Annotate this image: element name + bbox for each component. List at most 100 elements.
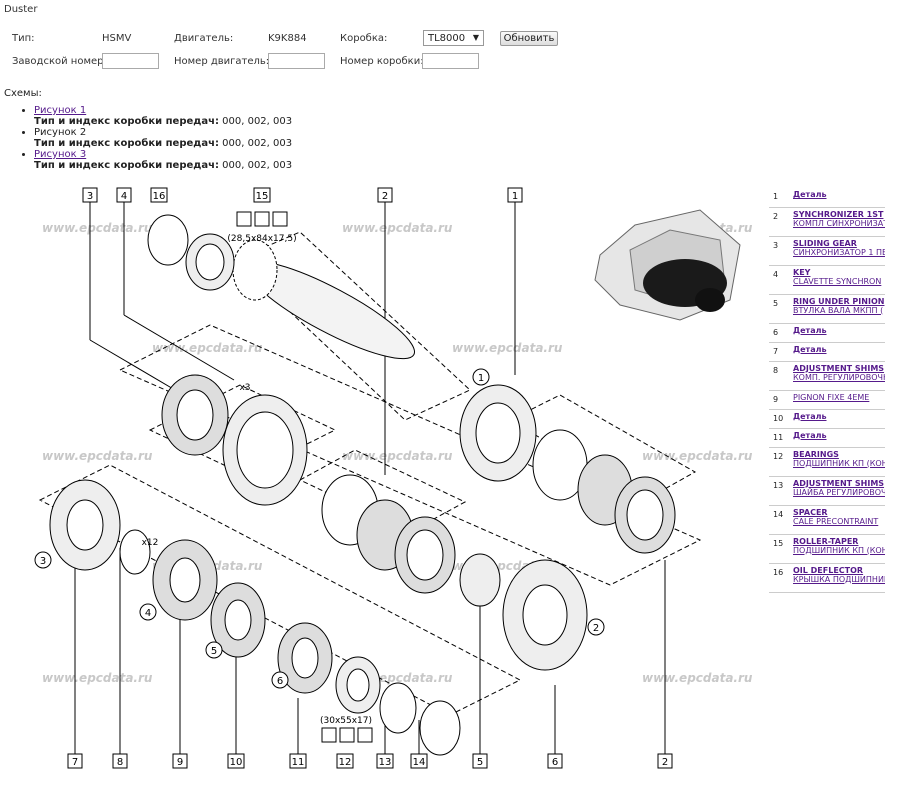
part-name-link[interactable]: ADJUSTMENT SHIMS <box>793 478 885 488</box>
gearbox-image <box>594 209 741 321</box>
callout-10: 10 <box>230 757 243 768</box>
part-number: 1 <box>769 188 793 208</box>
box-select-value: TL8000 <box>428 33 466 44</box>
part-number: 9 <box>769 390 793 410</box>
part-name-link[interactable]: KEY <box>793 267 811 277</box>
part-description-link[interactable]: PIGNON FIXE 4EME <box>793 392 870 402</box>
schemes-section: Схемы: Рисунок 1 Тип и индекс коробки пе… <box>4 88 292 171</box>
watermark: www.epcdata.ru <box>642 671 753 685</box>
callout-16: 16 <box>153 191 166 202</box>
part-name-link[interactable]: Деталь <box>793 325 827 335</box>
scheme-desc-value: 000, 002, 003 <box>222 138 293 149</box>
part-number: 2 <box>769 207 793 237</box>
part-name-link[interactable]: BEARINGS <box>793 449 839 459</box>
scheme-desc-value: 000, 002, 003 <box>222 160 293 171</box>
callout-8: 8 <box>117 757 123 768</box>
schemes-label: Схемы: <box>4 88 42 99</box>
callout-13: 13 <box>379 757 392 768</box>
factory-number-input[interactable] <box>102 53 159 69</box>
part-description-link[interactable]: CLAVETTE SYNCHRON <box>793 276 882 286</box>
callout-1: 1 <box>512 191 518 202</box>
part-number: 5 <box>769 294 793 324</box>
marker-6: 6 <box>277 676 283 687</box>
marker-4: 4 <box>145 608 151 619</box>
scheme-item: Рисунок 2 Тип и индекс коробки передач: … <box>34 127 292 149</box>
marker-1: 1 <box>478 373 484 384</box>
page-title: Duster <box>4 4 38 15</box>
part-number: 16 <box>769 563 793 593</box>
scheme-link-1[interactable]: Рисунок 1 <box>34 105 87 116</box>
type-label: Тип: <box>12 33 35 44</box>
part-description-link[interactable]: КРЫШКА ПОДШИПНИКА <box>793 574 885 584</box>
scheme-desc-label: Тип и индекс коробки передач: <box>34 138 219 149</box>
part-description-link[interactable]: ПОДШИПНИК КП (КОНИ <box>793 458 885 468</box>
engine-number-input[interactable] <box>268 53 325 69</box>
callout-4: 4 <box>121 191 127 202</box>
part-number: 15 <box>769 534 793 564</box>
part-description-link[interactable]: ПОДШИПНИК КП (КОНИ <box>793 545 885 555</box>
part-name-link[interactable]: ROLLER-TAPER <box>793 536 859 546</box>
part-number: 3 <box>769 236 793 266</box>
part-name-link[interactable]: Деталь <box>793 344 827 354</box>
part-name-link[interactable]: ADJUSTMENT SHIMS <box>793 363 885 373</box>
quantity-label: x3 <box>239 383 250 393</box>
part-name-link[interactable]: SPACER <box>793 507 828 517</box>
part-number: 4 <box>769 265 793 295</box>
part-number: 6 <box>769 323 793 343</box>
part-description-link[interactable]: КОМП. РЕГУЛИРОВОЧН <box>793 372 885 382</box>
part-description-link[interactable]: CALE PRECONTRAINT <box>793 516 879 526</box>
part-name-link[interactable]: RING UNDER PINION <box>793 296 885 306</box>
watermark: www.epcdata.ru <box>42 221 153 235</box>
watermark: www.epcdata.ru <box>642 449 753 463</box>
part-number: 14 <box>769 505 793 535</box>
part-description-link[interactable]: КОМПЛ СИНХРОНИЗАТО <box>793 218 885 228</box>
part-name-link[interactable]: Деталь <box>793 411 827 421</box>
callout-9: 9 <box>177 757 183 768</box>
scheme-desc-label: Тип и индекс коробки передач: <box>34 116 219 127</box>
scheme-name-2: Рисунок 2 <box>34 127 87 138</box>
callout-3: 3 <box>87 191 93 202</box>
part-name-link[interactable]: SLIDING GEAR <box>793 238 857 248</box>
part-name-link[interactable]: OIL DEFLECTOR <box>793 565 864 575</box>
part-name-link[interactable]: Деталь <box>793 430 827 440</box>
part-number: 11 <box>769 428 793 448</box>
part-number: 7 <box>769 342 793 362</box>
watermark: www.epcdata.ru <box>342 221 453 235</box>
watermark: www.epcdata.ru <box>152 341 263 355</box>
scheme-item: Рисунок 1 Тип и индекс коробки передач: … <box>34 105 292 127</box>
callout-2: 2 <box>662 757 668 768</box>
callout-6: 6 <box>552 757 558 768</box>
part-description-link[interactable]: ВТУЛКА ВАЛА МКПП ( <box>793 305 884 315</box>
box-select[interactable]: TL8000 ▼ <box>423 30 484 46</box>
callout-5: 5 <box>477 757 483 768</box>
refresh-button[interactable]: Обновить <box>500 31 558 46</box>
part-description-link[interactable]: ШАЙБА РЕГУЛИРОВОЧН <box>793 487 885 497</box>
part-name-link[interactable]: SYNCHRONIZER 1ST <box>793 209 884 219</box>
scheme-desc-label: Тип и индекс коробки передач: <box>34 160 219 171</box>
box-number-input[interactable] <box>422 53 479 69</box>
callout-12: 12 <box>339 757 352 768</box>
engine-label: Двигатель: <box>174 33 234 44</box>
quantity-label: x12 <box>142 538 159 548</box>
part-name-link[interactable]: Деталь <box>793 190 827 199</box>
schemes-list: Рисунок 1 Тип и индекс коробки передач: … <box>4 105 292 171</box>
scheme-item: Рисунок 3 Тип и индекс коробки передач: … <box>34 149 292 171</box>
dimension-label: (30x55x17) <box>320 716 372 726</box>
watermark: www.epcdata.ru <box>452 341 563 355</box>
part-description-link[interactable]: СИНХРОНИЗАТОР 1 ПЕ <box>793 247 885 257</box>
part-number: 12 <box>769 447 793 477</box>
gearbox-diagram: www.epcdata.ru www.epcdata.ru www.epcdat… <box>34 187 753 769</box>
box-label: Коробка: <box>340 33 388 44</box>
scheme-link-3[interactable]: Рисунок 3 <box>34 149 87 160</box>
